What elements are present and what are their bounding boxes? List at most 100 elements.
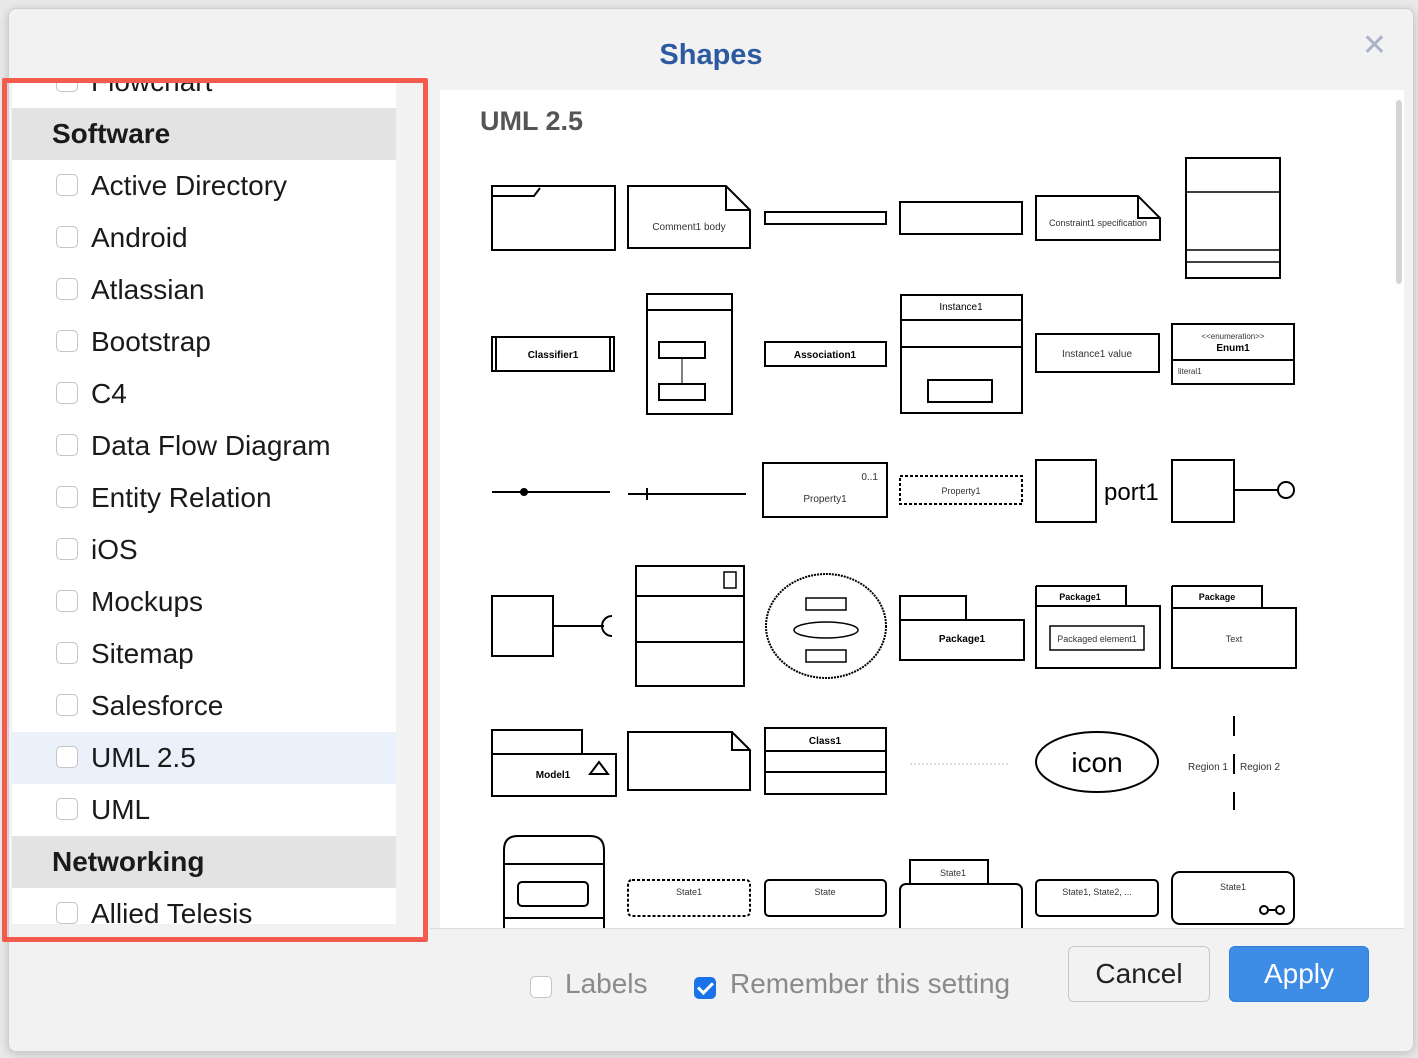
package-element-tab-text: Package1 — [1059, 592, 1101, 602]
class-text: Class1 — [809, 736, 842, 747]
library-item-label: Salesforce — [91, 690, 224, 721]
section-header: Software — [12, 108, 396, 160]
library-item-label: Active Directory — [91, 170, 288, 201]
shape-state-submachine[interactable]: State1 — [1171, 871, 1295, 925]
library-checkbox[interactable] — [56, 382, 78, 404]
shape-usecase-detailed[interactable] — [765, 573, 887, 679]
library-checkbox[interactable] — [56, 746, 78, 768]
shape-port[interactable]: port1 — [1035, 459, 1159, 523]
labels-label: Labels — [565, 968, 648, 999]
library-checkbox[interactable] — [56, 538, 78, 560]
library-item-label: Allied Telesis — [91, 898, 253, 924]
shape-state-dashed[interactable]: State1 — [627, 879, 751, 917]
state-dashed-text: State1 — [676, 887, 702, 897]
shape-association[interactable]: Association1 — [764, 341, 887, 367]
library-checkbox[interactable] — [56, 590, 78, 612]
library-item-label: Flowchart — [91, 82, 212, 97]
shape-classifier[interactable]: Classifier1 — [491, 336, 615, 372]
uml-shapes-grid: Comment1 body Constraint1 specification … — [491, 157, 1297, 928]
library-item[interactable]: Flowchart — [12, 82, 396, 108]
library-checkbox[interactable] — [56, 486, 78, 508]
multiplicity-text: 0..1 — [861, 472, 878, 483]
library-item[interactable]: Data Flow Diagram — [12, 420, 396, 472]
shape-regions[interactable]: Region 1 Region 2 — [1188, 716, 1280, 810]
library-checkbox[interactable] — [56, 798, 78, 820]
library-item-label: Data Flow Diagram — [91, 430, 331, 461]
library-item[interactable]: Android — [12, 212, 396, 264]
shape-instance-value[interactable]: Instance1 value — [1035, 333, 1160, 373]
library-list[interactable]: FlowchartSoftwareActive DirectoryAndroid… — [12, 82, 396, 924]
library-item[interactable]: Mockups — [12, 576, 396, 628]
library-item[interactable]: C4 — [12, 368, 396, 420]
shape-constraint[interactable]: Constraint1 specification — [1035, 195, 1161, 241]
shape-model[interactable]: Model1 — [491, 729, 617, 797]
library-item[interactable]: UML — [12, 784, 396, 836]
library-item[interactable]: Bootstrap — [12, 316, 396, 368]
shape-template-signature[interactable] — [764, 211, 887, 225]
state-list-text: State1, State2, ... — [1062, 887, 1132, 897]
library-item-label: Entity Relation — [91, 482, 272, 513]
remember-setting-checkbox[interactable] — [694, 977, 716, 999]
library-item[interactable]: iOS — [12, 524, 396, 576]
shape-state-list[interactable]: State1, State2, ... — [1035, 879, 1159, 917]
library-item[interactable]: Allied Telesis — [12, 888, 396, 924]
state-tab-text: State1 — [940, 868, 966, 878]
labels-checkbox[interactable] — [530, 976, 552, 998]
shape-frame[interactable] — [491, 185, 616, 251]
shape-instance-detailed[interactable]: Instance1 — [900, 294, 1023, 414]
association-text: Association1 — [794, 350, 857, 361]
shape-stereotyped-note[interactable] — [627, 731, 751, 791]
enum-literal-text: literal1 — [1178, 367, 1202, 376]
preview-scrollbar[interactable] — [1396, 100, 1402, 284]
library-checkbox[interactable] — [56, 278, 78, 300]
shape-class-stereotype[interactable]: Class1 — [764, 727, 887, 795]
shape-state-tabbed[interactable]: State1 — [899, 859, 1023, 928]
close-icon[interactable]: ✕ — [1361, 29, 1387, 62]
shape-property-dashed[interactable]: Property1 — [899, 475, 1023, 505]
library-checkbox[interactable] — [56, 226, 78, 248]
shape-package-text[interactable]: Package Text — [1171, 585, 1297, 669]
shape-comment[interactable]: Comment1 body — [627, 185, 751, 249]
cancel-button[interactable]: Cancel — [1068, 946, 1210, 1002]
property-dashed-text: Property1 — [941, 486, 980, 496]
library-item[interactable]: Salesforce — [12, 680, 396, 732]
shape-required-interface-line[interactable] — [492, 488, 610, 496]
library-item[interactable]: Active Directory — [12, 160, 396, 212]
shape-package[interactable]: Package1 — [899, 595, 1025, 661]
shape-package-element[interactable]: Package1 Packaged element1 — [1035, 585, 1161, 669]
library-checkbox[interactable] — [56, 902, 78, 924]
shape-state-composite[interactable] — [503, 835, 605, 928]
shape-template-params[interactable] — [899, 201, 1023, 235]
shape-component[interactable] — [635, 565, 745, 687]
shape-property[interactable]: 0..1 Property1 — [762, 462, 888, 518]
shape-icon-ellipse[interactable]: icon — [1035, 731, 1159, 793]
library-checkbox[interactable] — [56, 330, 78, 352]
comment-text: Comment1 body — [652, 222, 725, 233]
state-submachine-text: State1 — [1220, 882, 1246, 892]
library-item[interactable]: Atlassian — [12, 264, 396, 316]
shape-required-interface[interactable] — [491, 595, 613, 657]
library-checkbox[interactable] — [56, 82, 78, 92]
shape-provided-interface-line[interactable] — [628, 488, 746, 500]
library-item[interactable]: Sitemap — [12, 628, 396, 680]
library-item[interactable]: Entity Relation — [12, 472, 396, 524]
enum-stereo-text: <<enumeration>> — [1201, 332, 1264, 341]
shape-state[interactable]: State — [764, 879, 887, 917]
shape-port-lollipop[interactable] — [1171, 459, 1295, 523]
package-tab-text: Package — [1199, 592, 1236, 602]
apply-button[interactable]: Apply — [1229, 946, 1369, 1002]
preview-title: UML 2.5 — [480, 106, 584, 136]
region1-text: Region 1 — [1188, 762, 1228, 773]
shape-classifier-detailed[interactable] — [1185, 157, 1281, 279]
library-checkbox[interactable] — [56, 434, 78, 456]
footer-divider — [430, 928, 1404, 929]
library-checkbox[interactable] — [56, 642, 78, 664]
dialog-title: Shapes — [659, 39, 763, 71]
library-checkbox[interactable] — [56, 694, 78, 716]
section-header: Networking — [12, 836, 396, 888]
library-checkbox[interactable] — [56, 174, 78, 196]
port-text: port1 — [1104, 479, 1159, 506]
shape-classifier-internal[interactable] — [646, 293, 733, 415]
shape-enumeration[interactable]: <<enumeration>> Enum1 literal1 — [1171, 323, 1295, 385]
library-item[interactable]: UML 2.5 — [12, 732, 396, 784]
